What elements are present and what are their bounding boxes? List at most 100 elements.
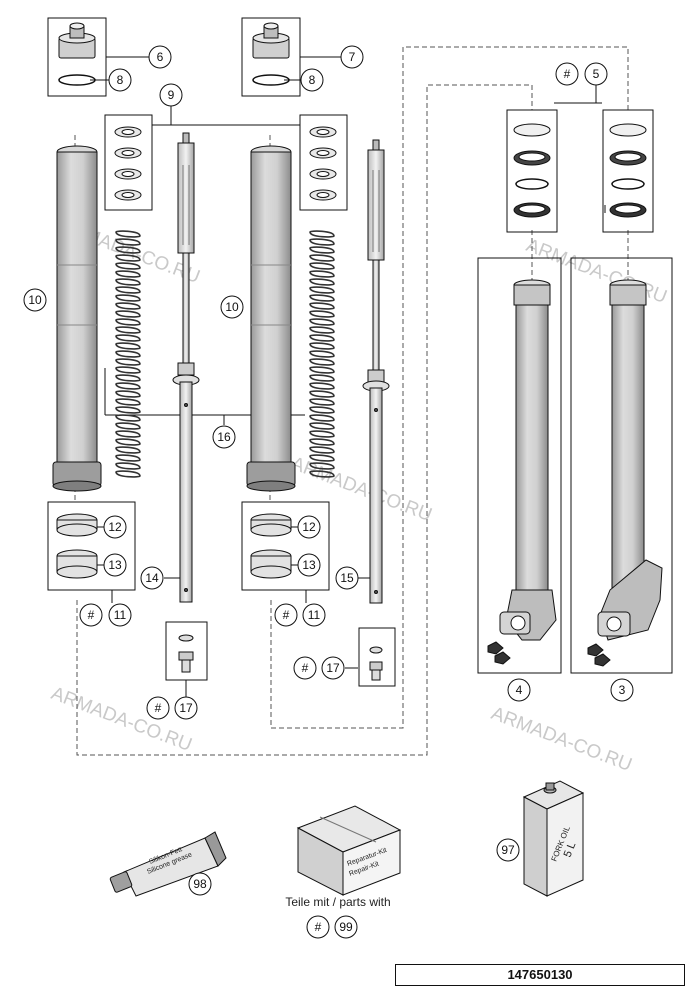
box-top-cap-right xyxy=(241,17,301,97)
callout-4: 4 xyxy=(507,678,531,702)
callout-13: 13 xyxy=(103,553,127,577)
callout-8: 8 xyxy=(300,68,324,92)
shim-stack-left xyxy=(114,126,142,201)
svg-text:11: 11 xyxy=(308,608,321,622)
svg-text:17: 17 xyxy=(179,701,193,715)
box-bolt-right xyxy=(358,627,396,687)
box-seal-kit-right xyxy=(602,109,654,233)
svg-text:5: 5 xyxy=(593,67,600,81)
callout-5: 5 xyxy=(584,62,608,86)
callout-17: 17 xyxy=(174,696,198,720)
callout-hash: # xyxy=(293,656,317,680)
callout-12: 12 xyxy=(103,515,127,539)
svg-text:8: 8 xyxy=(309,73,316,87)
callout-9: 9 xyxy=(159,83,183,107)
svg-text:#: # xyxy=(155,701,162,715)
shim-stack-right xyxy=(309,126,337,201)
watermark: ARMADA-CO.RU xyxy=(488,703,634,776)
outer-tube-4 xyxy=(487,279,557,665)
box-outer-tube-4 xyxy=(477,257,562,674)
watermark: ARMADA-CO.RU xyxy=(48,683,194,756)
svg-text:#: # xyxy=(283,608,290,622)
svg-text:#: # xyxy=(564,67,571,81)
bolt-right xyxy=(369,646,383,681)
svg-text:7: 7 xyxy=(349,50,356,64)
seal-kit-right xyxy=(609,123,647,218)
callout-hash: # xyxy=(555,62,579,86)
callout-98: 98 xyxy=(188,872,212,896)
svg-text:10: 10 xyxy=(28,293,42,307)
cartridge-left xyxy=(172,132,200,603)
svg-text:16: 16 xyxy=(217,430,231,444)
callout-16: 16 xyxy=(212,425,236,449)
bolt-left xyxy=(178,634,194,673)
svg-text:4: 4 xyxy=(516,683,523,697)
svg-text:3: 3 xyxy=(619,683,626,697)
cartridge-right xyxy=(362,139,390,604)
bushings-right xyxy=(250,513,292,579)
callout-11: 11 xyxy=(108,603,132,627)
svg-text:#: # xyxy=(88,608,95,622)
svg-text:13: 13 xyxy=(108,558,122,572)
box-top-cap-left xyxy=(47,17,107,97)
callout-3: 3 xyxy=(610,678,634,702)
svg-text:13: 13 xyxy=(302,558,316,572)
svg-text:14: 14 xyxy=(145,571,159,585)
callout-14: 14 xyxy=(140,566,164,590)
drawing-number: 147650130 xyxy=(395,964,685,986)
callout-15: 15 xyxy=(335,566,359,590)
silicone-grease-tube: Silikon-Fett Silicone grease xyxy=(109,831,227,897)
top-cap-right xyxy=(252,22,290,86)
callout-hash: # xyxy=(146,696,170,720)
callout-hash: # xyxy=(274,603,298,627)
fork-oil-can: FORK OIL 5 L xyxy=(522,780,585,897)
inner-tube-right xyxy=(246,145,296,492)
callout-12: 12 xyxy=(297,515,321,539)
watermarks: ARMADA-CO.RU ARMADA-CO.RU ARMADA-CO.RU A… xyxy=(48,215,669,776)
svg-text:15: 15 xyxy=(340,571,354,585)
svg-text:6: 6 xyxy=(157,50,164,64)
bushings-left xyxy=(56,513,98,579)
svg-text:11: 11 xyxy=(114,608,127,622)
callout-99: 99 xyxy=(334,915,358,939)
svg-text:98: 98 xyxy=(193,877,207,891)
callout-11: 11 xyxy=(302,603,326,627)
spring-right xyxy=(309,230,335,478)
svg-text:9: 9 xyxy=(168,88,175,102)
repair-kit-box: Reparatur-Kit Repair-Kit xyxy=(296,805,402,896)
box-shims-right xyxy=(299,114,348,211)
inner-tube-left xyxy=(52,145,102,492)
svg-text:97: 97 xyxy=(501,843,515,857)
callout-17: 17 xyxy=(321,656,345,680)
svg-text:99: 99 xyxy=(339,920,353,934)
svg-text:17: 17 xyxy=(326,661,340,675)
callout-97: 97 xyxy=(496,838,520,862)
callout-8: 8 xyxy=(108,68,132,92)
box-seal-kit-left xyxy=(506,109,558,233)
box-bushings-left xyxy=(47,501,136,591)
svg-text:8: 8 xyxy=(117,73,124,87)
oil-label-line2: 5 L xyxy=(562,840,579,859)
callout-6: 6 xyxy=(148,45,172,69)
callouts: 6 7 8 8 9 10 10 16 12 12 13 13 14 15 # 1… xyxy=(23,45,634,939)
callout-hash: # xyxy=(306,915,330,939)
svg-text:12: 12 xyxy=(302,520,316,534)
spring-left xyxy=(115,230,141,478)
svg-text:#: # xyxy=(315,920,322,934)
outer-tube-3 xyxy=(587,279,663,667)
callout-hash: # xyxy=(79,603,103,627)
svg-text:12: 12 xyxy=(108,520,122,534)
parts-with-caption: Teile mit / parts with xyxy=(285,895,390,909)
svg-text:10: 10 xyxy=(225,300,239,314)
box-bushings-right xyxy=(241,501,330,591)
seal-kit-left xyxy=(513,123,551,218)
box-shims-left xyxy=(104,114,153,211)
box-bolt-left xyxy=(165,621,208,681)
callout-10: 10 xyxy=(220,295,244,319)
callout-10: 10 xyxy=(23,288,47,312)
svg-text:#: # xyxy=(302,661,309,675)
top-cap-left xyxy=(58,22,96,86)
callout-13: 13 xyxy=(297,553,321,577)
group-boxes xyxy=(47,17,673,687)
